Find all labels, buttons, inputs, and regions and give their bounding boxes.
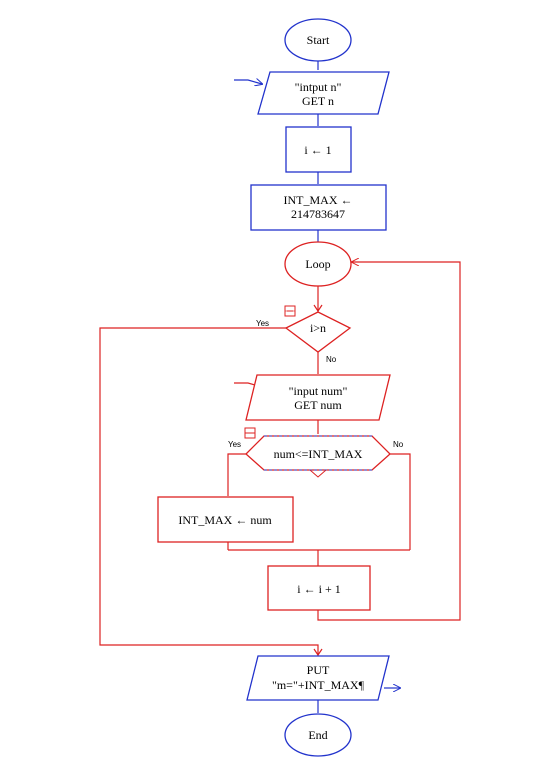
num-yes-label: Yes — [228, 440, 241, 449]
start-terminal[interactable]: Start — [284, 18, 352, 62]
init-i-label: i ← 1 — [304, 143, 331, 157]
input-num-line1: "input num" — [289, 384, 348, 398]
loop-no-label: No — [326, 355, 337, 364]
init-max-line2: 214783647 — [291, 207, 345, 221]
loop-node[interactable]: Loop — [284, 241, 352, 287]
loop-label: Loop — [305, 257, 330, 271]
collapse-toggle-loop[interactable] — [284, 305, 296, 317]
collapse-toggle-num[interactable] — [244, 427, 256, 439]
end-label: End — [308, 728, 327, 742]
num-condition-label: num<=INT_MAX — [274, 447, 363, 461]
start-label: Start — [307, 33, 330, 47]
end-terminal[interactable]: End — [284, 713, 352, 757]
assign-max-node[interactable]: INT_MAX ← num — [157, 496, 294, 543]
incr-i-label: i ← i + 1 — [297, 582, 340, 596]
connectors-blue — [234, 60, 400, 713]
input-n-line1: "intput n" — [295, 80, 342, 94]
init-max-node[interactable]: INT_MAX ← 214783647 — [250, 184, 387, 231]
input-n-node[interactable]: "intput n" GET n — [257, 71, 390, 115]
init-i-node[interactable]: i ← 1 — [285, 126, 352, 173]
init-max-line1: INT_MAX ← — [284, 193, 353, 207]
incr-i-node[interactable]: i ← i + 1 — [267, 565, 371, 611]
loop-yes-label: Yes — [256, 319, 269, 328]
output-node[interactable]: PUT "m="+INT_MAX¶ — [246, 655, 390, 701]
loop-condition-label: i>n — [310, 321, 326, 335]
input-num-line2: GET num — [294, 398, 342, 412]
num-condition-node[interactable]: num<=INT_MAX — [245, 435, 391, 478]
output-line2: "m="+INT_MAX¶ — [272, 678, 365, 692]
connectors-red — [99, 262, 461, 656]
assign-max-label: INT_MAX ← num — [178, 513, 272, 527]
num-no-label: No — [393, 440, 404, 449]
loop-condition-node[interactable]: i>n — [284, 311, 352, 353]
output-line1: PUT — [307, 663, 330, 677]
input-n-line2: GET n — [302, 94, 334, 108]
input-num-node[interactable]: "input num" GET num — [245, 374, 391, 421]
